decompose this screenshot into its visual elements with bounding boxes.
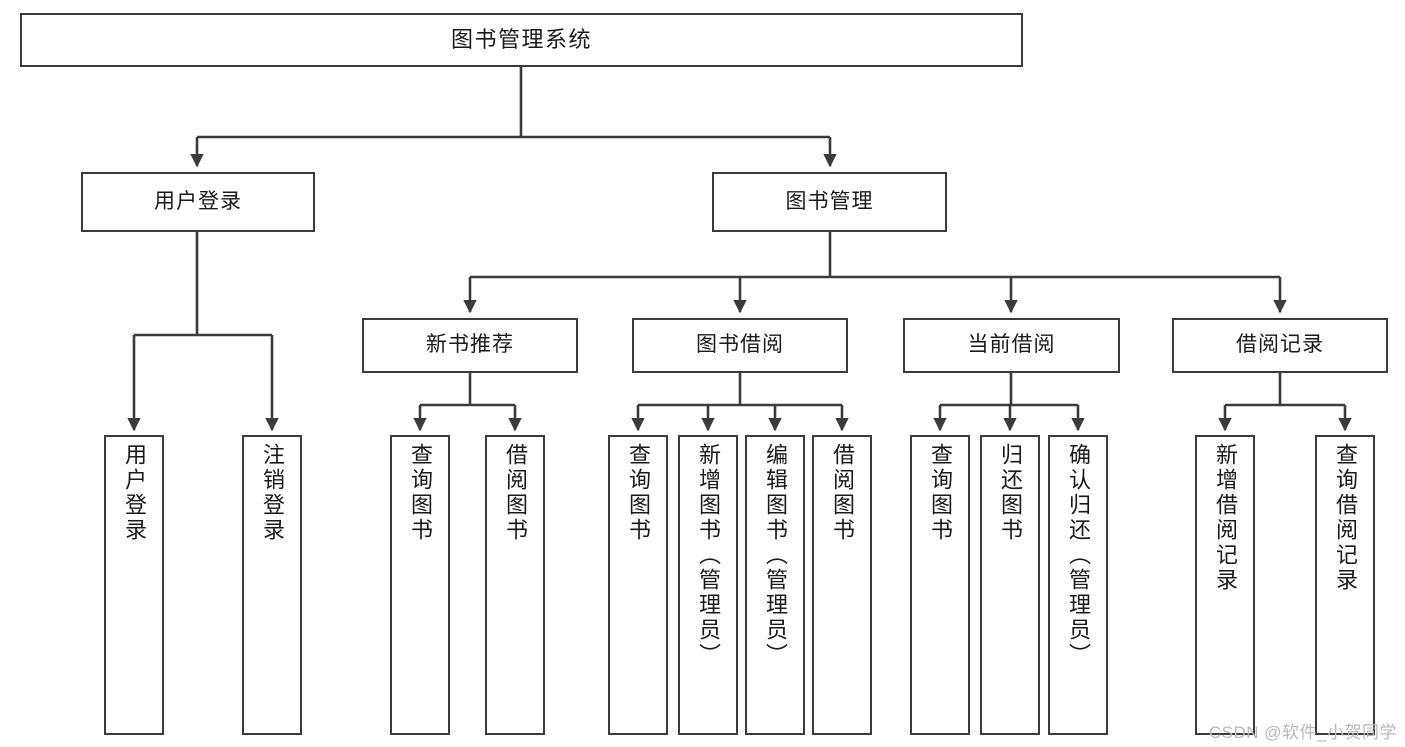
leaf-query-book-3-label: 查询图书 <box>928 443 953 543</box>
leaf-borrow-book-1[interactable]: 借阅图书 <box>485 435 545 735</box>
leaf-confirm-return[interactable]: 确认归还（管理员） <box>1048 435 1108 735</box>
node-root[interactable]: 图书管理系统 <box>20 13 1023 67</box>
node-new-book-recommend[interactable]: 新书推荐 <box>362 318 578 373</box>
node-book-manage-label: 图书管理 <box>785 189 874 213</box>
node-new-book-recommend-label: 新书推荐 <box>426 333 514 357</box>
node-book-borrow[interactable]: 图书借阅 <box>632 318 848 373</box>
node-book-manage[interactable]: 图书管理 <box>712 172 947 232</box>
node-book-borrow-label: 图书借阅 <box>696 333 784 357</box>
node-user-login-label: 用户登录 <box>154 189 242 213</box>
leaf-borrow-book-2-label: 借阅图书 <box>830 443 855 543</box>
watermark: CSDN @软件_小贺同学 <box>1208 723 1397 742</box>
leaf-add-book-label: 新增图书（管理员） <box>696 443 721 668</box>
leaf-return-book-label: 归还图书 <box>998 443 1023 543</box>
leaf-add-book[interactable]: 新增图书（管理员） <box>678 435 738 735</box>
leaf-edit-book[interactable]: 编辑图书（管理员） <box>745 435 805 735</box>
leaf-borrow-book-2[interactable]: 借阅图书 <box>812 435 872 735</box>
leaf-query-record[interactable]: 查询借阅记录 <box>1315 435 1375 735</box>
leaf-confirm-return-label: 确认归还（管理员） <box>1066 443 1091 668</box>
node-borrow-record[interactable]: 借阅记录 <box>1172 318 1388 373</box>
leaf-query-book-1-label: 查询图书 <box>408 443 433 543</box>
leaf-user-logout-label: 注销登录 <box>260 443 285 543</box>
leaf-query-book-3[interactable]: 查询图书 <box>910 435 970 735</box>
leaf-borrow-book-1-label: 借阅图书 <box>503 443 528 543</box>
node-current-borrow-label: 当前借阅 <box>967 333 1056 357</box>
node-borrow-record-label: 借阅记录 <box>1236 333 1324 357</box>
leaf-return-book[interactable]: 归还图书 <box>980 435 1040 735</box>
leaf-query-book-2-label: 查询图书 <box>626 443 651 543</box>
leaf-user-login[interactable]: 用户登录 <box>104 435 164 735</box>
leaf-user-login-label: 用户登录 <box>122 443 147 543</box>
leaf-edit-book-label: 编辑图书（管理员） <box>763 443 788 668</box>
leaf-query-book-2[interactable]: 查询图书 <box>608 435 668 735</box>
node-root-label: 图书管理系统 <box>450 27 592 53</box>
leaf-add-record[interactable]: 新增借阅记录 <box>1195 435 1255 735</box>
leaf-user-logout[interactable]: 注销登录 <box>242 435 302 735</box>
leaf-add-record-label: 新增借阅记录 <box>1213 443 1238 593</box>
leaf-query-record-label: 查询借阅记录 <box>1333 443 1358 593</box>
node-user-login[interactable]: 用户登录 <box>81 172 315 232</box>
leaf-query-book-1[interactable]: 查询图书 <box>390 435 450 735</box>
node-current-borrow[interactable]: 当前借阅 <box>903 318 1120 373</box>
